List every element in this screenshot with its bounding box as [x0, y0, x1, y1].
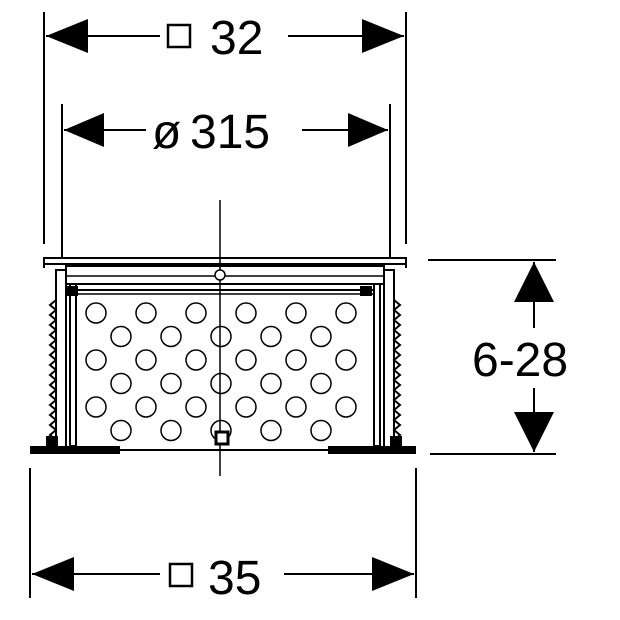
perforation-hole — [310, 372, 332, 395]
perforation-hole — [335, 302, 357, 324]
perforation-hole — [260, 372, 282, 395]
arrowhead-down — [514, 412, 554, 452]
perforation-hole — [335, 349, 357, 371]
base-foot-left — [46, 436, 58, 446]
perforation-hole — [310, 325, 332, 348]
dimension-value-height: 6-28 — [472, 334, 568, 387]
dimension-diameter: ø 315 — [61, 104, 391, 262]
thread-left — [48, 299, 58, 441]
dimension-top-square: 32 — [43, 12, 407, 244]
dimension-value-diameter: 315 — [190, 106, 270, 159]
inner-wall-right — [373, 283, 381, 447]
perforation-hole — [85, 349, 107, 371]
arrowhead-right — [348, 113, 388, 147]
outer-wall-left — [55, 269, 67, 449]
perforation-hole — [235, 396, 257, 418]
base-flange-right — [328, 446, 416, 454]
top-frame-plate — [43, 257, 407, 265]
perforation-hole — [110, 372, 132, 395]
perforation-hole — [110, 419, 132, 442]
arrowhead-left — [64, 113, 104, 147]
perforation-hole — [160, 325, 182, 348]
perforation-hole — [285, 396, 307, 418]
arrowhead-left — [32, 557, 74, 591]
perforation-hole — [235, 302, 257, 324]
perforation-hole — [85, 302, 107, 324]
perforation-hole — [160, 419, 182, 442]
perforation-hole — [135, 349, 157, 371]
clip-right — [360, 286, 372, 296]
perforation-hole — [260, 419, 282, 442]
perforation-hole — [135, 302, 157, 324]
perforation-hole — [285, 302, 307, 324]
perforation-hole — [310, 419, 332, 442]
perforation-hole — [185, 302, 207, 324]
dimension-height: 6-28 — [428, 259, 568, 455]
dimension-bottom-square: 35 — [29, 468, 417, 605]
perforation-hole — [135, 396, 157, 418]
inner-wall-left — [69, 283, 77, 447]
dimension-value-top: 32 — [210, 12, 263, 65]
perforation-hole — [160, 372, 182, 395]
centre-screw-icon — [214, 269, 226, 281]
arrowhead-right — [372, 557, 414, 591]
square-symbol-icon — [168, 562, 194, 588]
square-symbol-icon — [166, 23, 192, 49]
arrowhead-up — [514, 262, 554, 302]
perforation-hole — [335, 396, 357, 418]
thread-right — [392, 299, 402, 446]
drain-body-section — [30, 200, 416, 476]
perforation-hole — [260, 325, 282, 348]
arrowhead-left — [46, 19, 88, 53]
centre-bolt-icon — [214, 430, 230, 446]
perforation-hole — [110, 325, 132, 348]
diameter-symbol: ø — [152, 106, 181, 159]
clip-left — [66, 286, 78, 296]
outer-wall-right — [383, 269, 395, 449]
arrowhead-right — [362, 19, 404, 53]
base-foot-right — [390, 436, 402, 446]
perforation-hole — [85, 396, 107, 418]
base-flange-left — [30, 446, 120, 454]
perforated-screen — [85, 302, 357, 442]
perforation-hole — [235, 349, 257, 371]
perforation-hole — [210, 325, 232, 348]
dimension-value-bottom: 35 — [208, 552, 261, 605]
perforation-hole — [285, 349, 307, 371]
perforation-hole — [185, 396, 207, 418]
perforation-hole — [185, 349, 207, 371]
perforation-hole — [210, 372, 232, 395]
